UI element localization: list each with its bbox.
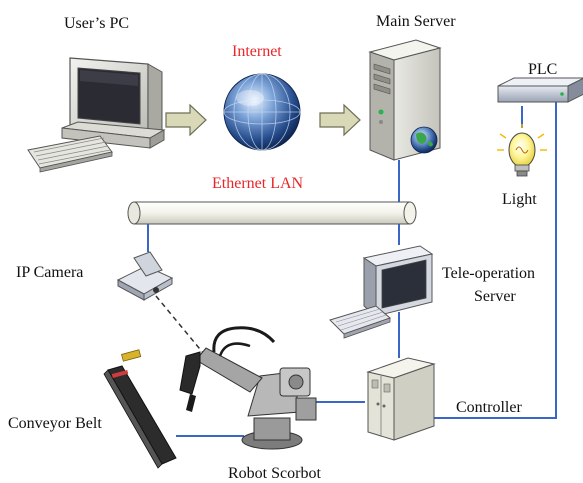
teleoperation-server-icon xyxy=(329,245,434,339)
ip-camera-label: IP Camera xyxy=(16,264,83,281)
plc-icon xyxy=(497,77,583,103)
ethernet-lan-label: Ethernet LAN xyxy=(212,175,304,192)
controller-label: Controller xyxy=(456,399,522,416)
ethernet-lan-cable xyxy=(127,201,417,225)
ip-camera-icon xyxy=(116,251,174,301)
internet-globe-icon xyxy=(223,73,301,151)
main-server-icon xyxy=(368,39,442,161)
users-pc-icon xyxy=(27,57,166,173)
internet-label: Internet xyxy=(232,43,282,60)
robot-scorbot-icon xyxy=(179,326,317,450)
pc-to-internet-arrow xyxy=(165,103,207,137)
teleoperation-server-label-line1: Tele-operation xyxy=(442,265,535,282)
main-server-label: Main Server xyxy=(376,13,456,30)
plc-to-controller-line xyxy=(434,100,557,419)
robot-scorbot-label: Robot Scorbot xyxy=(228,465,321,482)
light-label: Light xyxy=(502,191,537,208)
camera-view-dashed-line xyxy=(155,295,205,355)
conveyor-belt-icon xyxy=(103,349,177,469)
conveyor-belt-label: Conveyor Belt xyxy=(8,415,102,432)
plc-label: PLC xyxy=(528,61,557,78)
teleoperation-server-label-line2: Server xyxy=(474,288,516,305)
network-connections xyxy=(147,100,557,437)
users-pc-label: User’s PC xyxy=(64,15,129,32)
light-bulb-icon xyxy=(497,124,547,177)
controller-cabinet-icon xyxy=(366,357,436,441)
internet-to-server-arrow xyxy=(319,103,361,137)
